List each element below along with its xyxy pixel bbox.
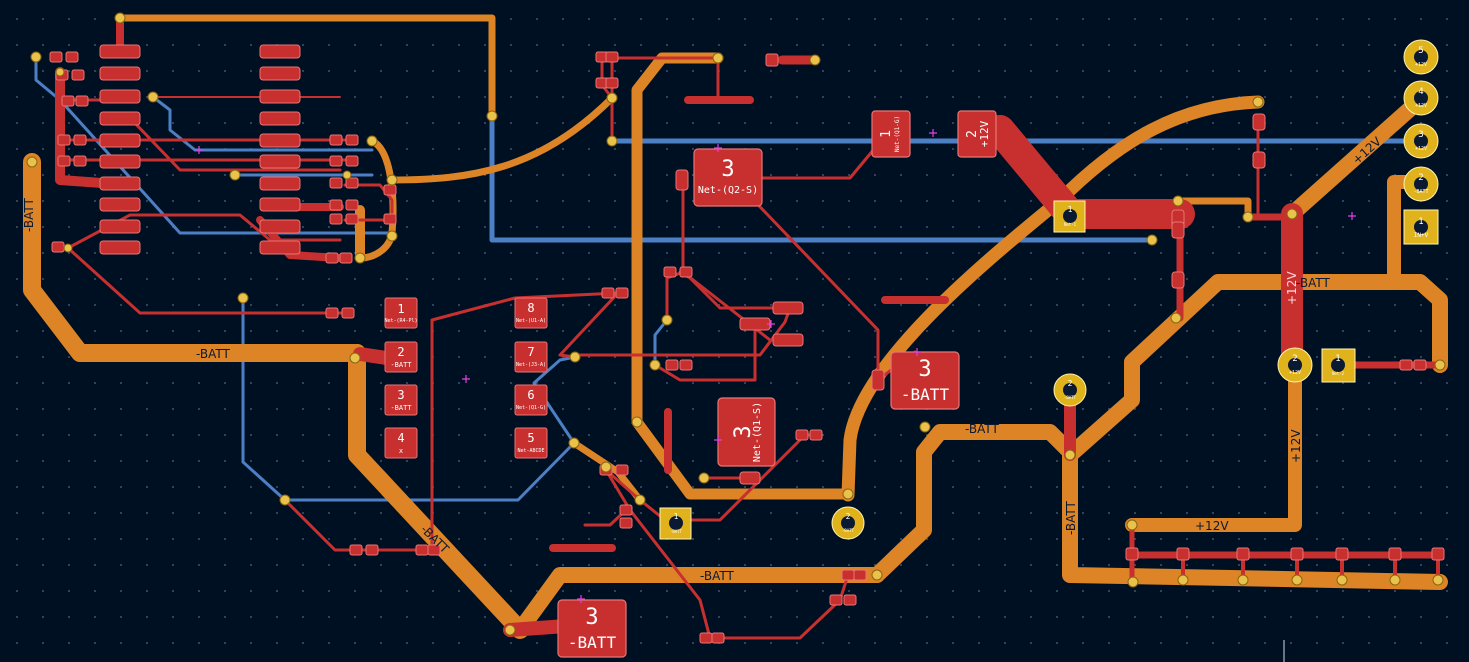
th-pad-right-1[interactable]: 1 IN+V: [1403, 209, 1439, 245]
pad-number: 3: [918, 357, 931, 382]
th-round-right-2[interactable]: 2 -BATT: [1403, 166, 1439, 202]
pad-net-label: Net-(Q1-S): [752, 402, 763, 462]
th-round-mid-2[interactable]: 2 -BATT: [831, 506, 865, 540]
th-pad-number: 1: [1335, 354, 1340, 364]
big-pad-q2-s[interactable]: 3 Net-(Q2-S): [693, 148, 763, 207]
track-label-mid-right: -BATT: [965, 422, 1000, 436]
pad-plus12[interactable]: 2 +12V: [957, 110, 997, 158]
pad-number: 2: [965, 130, 980, 138]
connector-left-pin-1[interactable]: 1 Net-(R4-Pl): [384, 297, 418, 329]
pin-number: 6: [527, 388, 534, 402]
connector-mid: 8 Net-(U1-A) 7 Net-(J3-A) 6 Net-(Q1-G) 5…: [514, 297, 548, 459]
th-pad-net: -BATT: [1413, 189, 1428, 195]
track-label-plus12-vert-bottom: +12V: [1289, 429, 1303, 463]
pin-number: 3: [397, 388, 404, 402]
pad-net-label: -BATT: [901, 385, 950, 404]
th-pad-net: IN+V: [1414, 232, 1429, 239]
pin-number: 1: [397, 302, 404, 316]
th-pad-q-gate-c[interactable]: 1 Net-2: [1321, 348, 1356, 383]
track-label-plus12-vert-top: +12V: [1285, 271, 1299, 305]
pin-number: 8: [527, 301, 534, 315]
th-pad-q-gate-a[interactable]: 1 Net-1: [1053, 200, 1086, 233]
th-pad-number: 1: [674, 512, 679, 521]
pad-net-label: -BATT: [568, 633, 617, 652]
pin-number: 7: [527, 345, 534, 359]
connector-left-pin-4[interactable]: 4 x: [384, 427, 418, 459]
connector-mid-pin-7[interactable]: 7 Net-(J3-A): [514, 341, 548, 373]
connector-mid-pin-6[interactable]: 6 Net-(Q1-G): [514, 384, 548, 416]
th-pad-number: 5: [1418, 46, 1423, 56]
th-pad-net: +12V: [1415, 146, 1427, 152]
big-pad-batt-bottom[interactable]: 3 -BATT: [557, 599, 627, 658]
anchor-markers: [195, 129, 1356, 603]
track-label-left-vertical: -BATT: [22, 197, 36, 232]
th-pad-number: 4: [1418, 87, 1423, 97]
th-round-right-2b[interactable]: 2 +12V: [1277, 347, 1313, 383]
pin-net: Net-ABCDE: [517, 448, 544, 454]
pin-net: -BATT: [390, 404, 412, 412]
th-round-right-5[interactable]: 5 +12V: [1403, 39, 1439, 75]
th-pad-number: 2: [1292, 354, 1297, 364]
th-pad-net: +12V: [1415, 103, 1427, 109]
pin-net: -BATT: [390, 361, 412, 369]
th-pad-net: +12V: [1289, 370, 1301, 376]
pad-number: 1: [879, 130, 894, 138]
th-pad-number: 2: [846, 512, 851, 521]
vias: [26, 12, 1446, 636]
through-hole-pads: 1 Net-1 1 -BATT 1 Net-2 1 IN+V 5 +12V: [659, 39, 1439, 540]
th-round-right-3[interactable]: 3 +12V: [1403, 123, 1439, 159]
pin-net: x: [399, 447, 403, 455]
th-pad-number: 1: [1068, 205, 1073, 214]
th-pad-number: 2: [1068, 379, 1073, 388]
connector-left: 1 Net-(R4-Pl) 2 -BATT 3 -BATT 4 x: [384, 297, 418, 459]
big-pad-batt-right[interactable]: 3 -BATT: [890, 351, 960, 410]
track-label-plus12-bottom: +12V: [1195, 519, 1229, 533]
th-pad-q-gate-b[interactable]: 1 -BATT: [659, 507, 692, 540]
connector-left-pin-2[interactable]: 2 -BATT: [384, 341, 418, 373]
pad-number: 3: [585, 605, 598, 630]
th-pad-number: 3: [1418, 130, 1423, 140]
pad-q1-g[interactable]: 1 Net-(Q1-G): [871, 110, 911, 158]
pad-net-label: Net-(Q1-G): [894, 116, 901, 152]
track-label-bottom-mid: -BATT: [700, 569, 735, 583]
pin-net: Net-(J3-A): [516, 362, 546, 368]
track-label-left-bottom: -BATT: [196, 347, 231, 361]
th-pad-net: +12V: [1415, 62, 1427, 68]
connector-left-pin-3[interactable]: 3 -BATT: [384, 384, 418, 416]
pin-net: Net-(U1-A): [516, 318, 546, 324]
pad-net-label: +12V: [978, 120, 991, 147]
track-label-right-mid: -BATT: [1296, 276, 1331, 290]
th-pad-net: -BATT: [842, 528, 855, 533]
th-pad-net: -BATT: [670, 529, 683, 534]
big-pad-q1-s[interactable]: 3 Net-(Q1-S): [717, 397, 776, 467]
th-pad-net: Net-1: [1064, 222, 1077, 227]
th-round-right-4[interactable]: 4 +12V: [1403, 80, 1439, 116]
pin-number: 2: [397, 345, 404, 359]
th-pad-net: Net-2: [1332, 371, 1345, 376]
ic-footprint-left: [49, 44, 1445, 644]
pin-net: Net-(Q1-G): [516, 405, 546, 411]
track-label-right-vertical: -BATT: [1064, 500, 1078, 535]
pin-number: 4: [397, 431, 404, 445]
connector-mid-pin-8[interactable]: 8 Net-(U1-A): [514, 297, 548, 329]
th-pad-net: -BATT: [1064, 395, 1077, 400]
connector-mid-pin-5[interactable]: 5 Net-ABCDE: [514, 427, 548, 459]
pin-net: Net-(R4-Pl): [384, 318, 417, 324]
th-pad-number: 1: [1418, 217, 1423, 227]
pad-number: 3: [721, 157, 734, 182]
pad-net-label: Net-(Q2-S): [698, 185, 758, 196]
pad-number: 3: [731, 425, 756, 438]
pin-number: 5: [527, 431, 534, 445]
th-round-mid[interactable]: 2 -BATT: [1053, 373, 1087, 407]
th-pad-number: 2: [1418, 173, 1423, 183]
